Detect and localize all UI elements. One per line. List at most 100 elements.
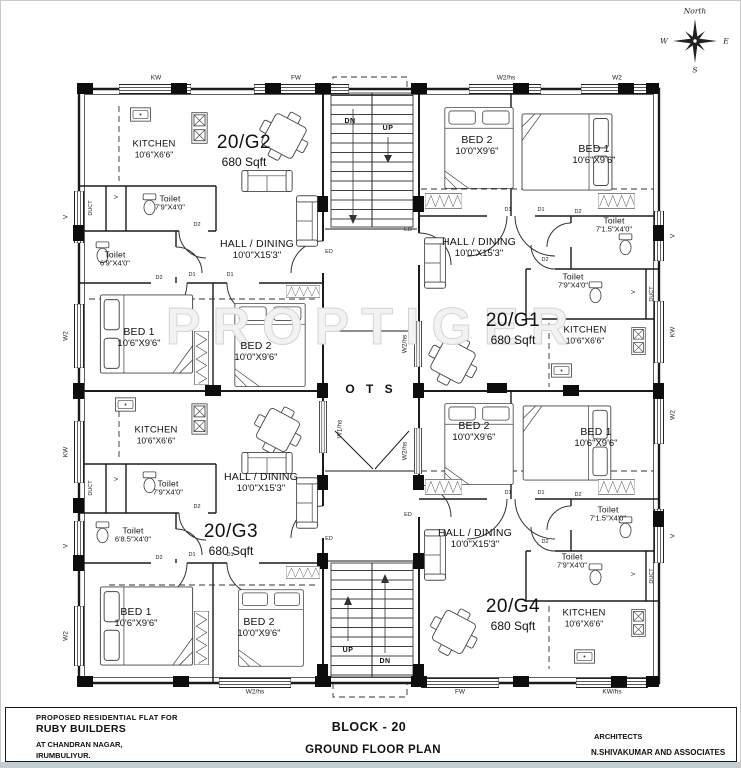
block-title: BLOCK - 20 xyxy=(331,720,407,734)
window-tag: KW xyxy=(62,446,70,458)
door-tag-d1: D1 xyxy=(504,490,512,496)
wardrobe-icon xyxy=(194,331,209,385)
door-tag-d1: D1 xyxy=(226,552,234,558)
door-tag-d2: D2 xyxy=(155,555,163,561)
door-tag-ed: ED xyxy=(404,227,412,233)
unit-label-g3: 20/G3 680 Sqft xyxy=(203,521,259,559)
ventilator-tag: V xyxy=(631,572,637,576)
client-name: RUBY BUILDERS xyxy=(36,723,127,735)
wardrobe-icon xyxy=(286,566,320,579)
address-line-2: IRUMBULIYUR. xyxy=(36,751,91,760)
wardrobe-icon xyxy=(598,193,635,209)
toilet-wc-icon xyxy=(142,193,157,216)
window-tag: W2 xyxy=(62,631,70,641)
staircase-bottom xyxy=(330,562,414,678)
window-tag: V xyxy=(669,233,677,239)
bed-icon xyxy=(444,403,514,485)
dashed-lines xyxy=(89,76,654,698)
compass-north-label: North xyxy=(683,6,707,16)
window-tag: W2 xyxy=(612,74,622,82)
wardrobe-icon xyxy=(425,479,462,495)
toilet-wc-icon xyxy=(95,521,110,544)
window-tag: FW xyxy=(290,74,302,82)
door-tag-d1: D1 xyxy=(188,552,196,558)
compass-east-label: E xyxy=(723,36,729,46)
door-tag-d1: D1 xyxy=(537,490,545,496)
door-tag-d1: D1 xyxy=(537,207,545,213)
duct-tag: DUCT xyxy=(649,286,655,302)
compass-rose: North W E S xyxy=(651,3,740,77)
unit-label-g2: 20/G2 680 Sqft xyxy=(216,132,272,170)
door-tag-d1: D1 xyxy=(188,272,196,278)
stair-up-label: UP xyxy=(342,646,354,654)
compass-west-label: W xyxy=(660,36,668,46)
wardrobe-icon xyxy=(286,285,320,298)
toilet-wc-icon xyxy=(588,563,603,586)
door-tag-ed: ED xyxy=(325,249,333,255)
ventilator-tag: V xyxy=(631,290,637,294)
window-tag: V xyxy=(669,533,677,539)
toilet-wc-icon xyxy=(618,233,633,256)
window-tag: KW/hs xyxy=(602,688,622,696)
sofa-icon xyxy=(296,477,318,529)
sofa-icon xyxy=(296,195,318,247)
architects-name: N.SHIVAKUMAR AND ASSOCIATES xyxy=(591,748,726,757)
sofa-icon xyxy=(241,170,293,192)
project-description: PROPOSED RESIDENTIAL FLAT FOR xyxy=(36,713,178,722)
wardrobe-icon xyxy=(598,479,635,495)
window-tag: W2/hs xyxy=(245,688,265,696)
window-tag: KW xyxy=(669,326,677,338)
wardrobe-icon xyxy=(425,193,462,209)
ventilator-tag: V xyxy=(114,195,120,199)
stove-icon xyxy=(191,403,208,435)
door-tag-d2: D2 xyxy=(574,209,582,215)
compass-south-label: S xyxy=(692,65,698,75)
bottom-strip xyxy=(1,762,740,767)
door-tag-ed: ED xyxy=(325,536,333,542)
staircase-top xyxy=(330,92,414,228)
duct-tag: DUCT xyxy=(649,568,655,584)
window-tag: V xyxy=(62,214,70,220)
stair-dn-label: DN xyxy=(344,117,356,125)
door-tag-ed: ED xyxy=(404,512,412,518)
ots-label: O T S xyxy=(345,381,397,396)
toilet-wc-icon xyxy=(588,281,603,304)
ventilator-tag: V xyxy=(114,477,120,481)
door-tag-d2: D2 xyxy=(541,257,549,263)
stair-dn-label: DN xyxy=(379,657,391,665)
stove-icon xyxy=(631,327,646,355)
dining-table-icon xyxy=(421,329,485,393)
sink-icon xyxy=(130,107,151,122)
wardrobe-icon xyxy=(194,611,209,665)
inner-walls xyxy=(78,89,660,683)
duct-tag: DUCT xyxy=(88,480,94,496)
window-tag: W2 xyxy=(669,410,677,420)
sink-icon xyxy=(115,397,136,412)
stove-icon xyxy=(191,112,208,144)
window-tag: W2/hs xyxy=(496,74,516,82)
sink-icon xyxy=(574,649,595,664)
architects-label: ARCHITECTS xyxy=(594,732,643,741)
columns xyxy=(73,83,664,687)
door-tag-d2: D2 xyxy=(155,275,163,281)
